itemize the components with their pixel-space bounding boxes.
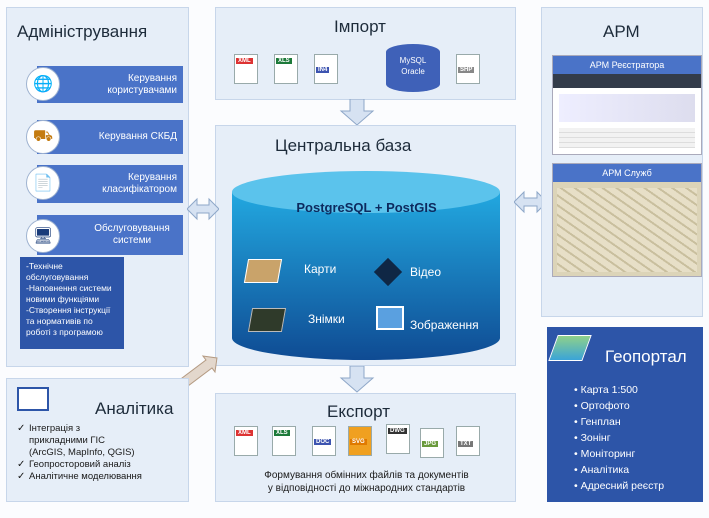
- import-panel: Імпорт XML XLS IN4 MySQL Oracle SHP: [215, 7, 516, 100]
- manage-users-button[interactable]: Керування користувачами: [37, 66, 183, 103]
- analytics-title: Аналітика: [95, 399, 174, 418]
- registrar-toolbar: [553, 74, 701, 88]
- xls-file-icon: XLS: [274, 54, 298, 84]
- system-service-button[interactable]: Обслуговування системи: [37, 215, 183, 255]
- check-icon: ✓: [17, 459, 26, 470]
- mysql-oracle-db-icon: MySQL Oracle: [386, 44, 440, 92]
- manage-users-label: Керування користувачами: [107, 72, 177, 96]
- analytics-item: Інтеграція з: [29, 423, 81, 434]
- admin-panel: Адміністрування Керування користувачами …: [6, 7, 189, 367]
- video-label: Відео: [410, 265, 442, 279]
- import-title: Імпорт: [334, 17, 386, 36]
- export-caption-line: Формування обмінних файлів та документів: [264, 470, 469, 481]
- central-panel: Центральна база PostgreSQL + PostGIS Кар…: [215, 125, 516, 366]
- mysql-label: MySQL: [399, 56, 427, 65]
- services-map-area: [557, 188, 697, 272]
- geoportal-item[interactable]: Аналітика: [574, 462, 664, 478]
- snapshots-icon: [247, 308, 287, 332]
- jpg-file-icon: JPG: [420, 428, 444, 458]
- images-label: Зображення: [410, 318, 479, 332]
- in4-file-icon: IN4: [314, 54, 338, 84]
- geoportal-item[interactable]: Моніторинг: [574, 446, 664, 462]
- xml-file-icon: XML: [234, 426, 258, 456]
- manage-classifier-label: Керування класифікатором: [102, 172, 177, 195]
- registrar-table: [559, 128, 695, 148]
- database-cylinder: [232, 171, 500, 360]
- xls-file-icon: XLS: [272, 426, 296, 456]
- db-title: PostgreSQL + PostGIS: [296, 200, 437, 215]
- analytics-list: Інтеграція з прикладними ГІС (ArcGIS, Ma…: [17, 423, 142, 483]
- geoportal-layers-icon: [548, 335, 592, 361]
- doc-file-icon: DOC: [312, 426, 336, 456]
- central-arm-arrow: [514, 190, 547, 214]
- analytics-chart-icon: [17, 387, 49, 411]
- service-line: та нормативів по: [26, 316, 93, 326]
- service-line: -Наповнення системи: [26, 283, 112, 293]
- service-line: -Технічне: [26, 261, 63, 271]
- service-line: новими функціями: [26, 294, 100, 304]
- manage-dbms-button[interactable]: Керування СКБД: [37, 120, 183, 154]
- check-icon: ✓: [17, 471, 26, 482]
- geoportal-title: Геопортал: [605, 347, 687, 366]
- document-gear-icon: 📄: [26, 166, 60, 200]
- manage-dbms-label: Керування СКБД: [98, 131, 177, 142]
- geoportal-item[interactable]: Зонінг: [574, 430, 664, 446]
- geoportal-panel: Геопортал Карта 1:500 Ортофото Генплан З…: [547, 327, 703, 502]
- central-title: Центральна база: [275, 136, 412, 155]
- export-caption: Формування обмінних файлів та документів…: [216, 469, 517, 495]
- database-gear-icon: ⛟: [26, 120, 60, 154]
- geoportal-item[interactable]: Генплан: [574, 414, 664, 430]
- arm-services-header: АРМ Служб: [553, 164, 701, 182]
- analytics-item: Геопросторовий аналіз: [29, 459, 131, 470]
- arm-title: АРМ: [603, 22, 640, 41]
- import-to-central-arrow: [339, 99, 375, 126]
- service-line: роботі з програмою: [26, 327, 103, 337]
- geoportal-item[interactable]: Карта 1:500: [574, 382, 664, 398]
- shp-file-icon: SHP: [456, 54, 480, 84]
- analytics-panel: Аналітика Інтеграція з прикладними ГІС (…: [6, 378, 189, 502]
- globe-gear-icon: 🌐: [26, 67, 60, 101]
- central-to-export-arrow: [339, 366, 375, 393]
- registrar-chart-area: [559, 94, 695, 122]
- svg-file-icon: SVG: [348, 426, 372, 456]
- admin-title: Адміністрування: [17, 22, 148, 41]
- geoportal-list: Карта 1:500 Ортофото Генплан Зонінг Моні…: [574, 382, 664, 494]
- export-caption-line: у відповідності до міжнародних стандарті…: [267, 483, 466, 494]
- admin-central-arrow: [187, 197, 219, 221]
- analytics-item: Аналітичне моделювання: [29, 471, 142, 482]
- arm-panel: АРМ АРМ Реєстратора АРМ Служб: [541, 7, 703, 317]
- arm-services-window[interactable]: АРМ Служб: [552, 163, 702, 277]
- monitor-user-icon: 🖥: [26, 219, 60, 253]
- xml-file-icon: XML: [234, 54, 258, 84]
- service-line: обслуговування: [26, 272, 89, 282]
- arm-registrar-header: АРМ Реєстратора: [553, 56, 701, 74]
- snapshots-label: Знімки: [308, 312, 345, 326]
- export-panel: Експорт XML XLS DOC SVG DWG JPG TXT Форм…: [215, 393, 516, 502]
- service-line: -Створення інструкції: [26, 305, 111, 315]
- maps-label: Карти: [304, 262, 337, 276]
- manage-classifier-button[interactable]: Керування класифікатором: [37, 165, 183, 203]
- geoportal-item[interactable]: Ортофото: [574, 398, 664, 414]
- oracle-label: Oracle: [401, 67, 425, 76]
- maps-icon: [243, 259, 283, 283]
- dwg-file-icon: DWG: [386, 424, 410, 454]
- analytics-item-cont: прикладними ГІС: [29, 435, 106, 446]
- images-icon: [376, 306, 404, 330]
- check-icon: ✓: [17, 423, 26, 434]
- geoportal-item[interactable]: Адресний реєстр: [574, 478, 664, 494]
- export-title: Експорт: [327, 402, 390, 421]
- system-service-label: Обслуговування системи: [94, 223, 170, 246]
- txt-file-icon: TXT: [456, 426, 480, 456]
- arm-registrar-window[interactable]: АРМ Реєстратора: [552, 55, 702, 155]
- analytics-item-cont: (ArcGIS, MapInfo, QGIS): [29, 447, 135, 458]
- service-list: -Технічне обслуговування -Наповнення сис…: [20, 257, 124, 349]
